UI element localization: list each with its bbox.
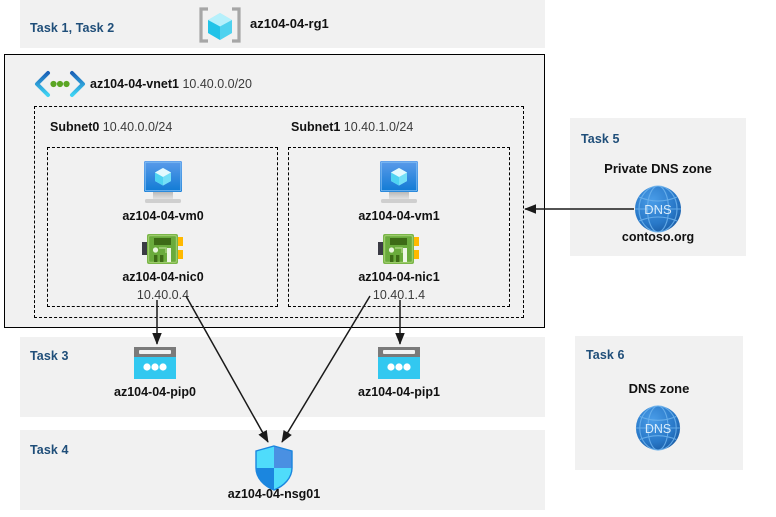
vnet-cidr: 10.40.0.0/20 bbox=[182, 77, 252, 91]
dns-zone-heading: DNS zone bbox=[628, 381, 690, 396]
nic0-label: az104-04-nic0 bbox=[122, 270, 204, 284]
task3-panel bbox=[20, 337, 545, 417]
subnet1-name: Subnet1 bbox=[291, 120, 341, 134]
network-interface-icon bbox=[142, 231, 184, 267]
dns-icon-text: DNS bbox=[645, 422, 671, 436]
vm0-label: az104-04-vm0 bbox=[122, 209, 204, 223]
subnet1-title: Subnet1 10.40.1.0/24 bbox=[291, 120, 413, 134]
task-label-5: Task 5 bbox=[581, 132, 620, 146]
task-label-6: Task 6 bbox=[586, 348, 625, 362]
subnet1-cidr: 10.40.1.0/24 bbox=[343, 120, 414, 134]
subnet0-box bbox=[47, 147, 278, 307]
task1-task2-panel bbox=[20, 0, 545, 48]
vm1-label: az104-04-vm1 bbox=[358, 209, 440, 223]
subnet0-name: Subnet0 bbox=[50, 120, 100, 134]
private-dns-zone-heading: Private DNS zone bbox=[604, 161, 712, 176]
public-ip-address-icon bbox=[377, 346, 421, 380]
resource-group-cube-icon bbox=[196, 6, 244, 44]
nic1-label: az104-04-nic1 bbox=[358, 270, 440, 284]
pip0-label: az104-04-pip0 bbox=[114, 385, 196, 399]
subnet0-title: Subnet0 10.40.0.0/24 bbox=[50, 120, 172, 134]
network-interface-icon bbox=[378, 231, 420, 267]
pip1-label: az104-04-pip1 bbox=[358, 385, 440, 399]
dns-globe-icon: DNS bbox=[634, 404, 682, 452]
nsg-label: az104-04-nsg01 bbox=[227, 487, 321, 501]
task-label-1-2: Task 1, Task 2 bbox=[30, 21, 115, 35]
dns-globe-icon: DNS bbox=[633, 184, 683, 234]
public-ip-address-icon bbox=[133, 346, 177, 380]
vnet-title: az104-04-vnet1 10.40.0.0/20 bbox=[90, 77, 252, 91]
dns-icon-text: DNS bbox=[644, 202, 672, 217]
virtual-machine-icon bbox=[135, 158, 191, 206]
subnets-group bbox=[34, 106, 524, 318]
task-label-3: Task 3 bbox=[30, 349, 69, 363]
nic1-ip: 10.40.1.4 bbox=[372, 288, 426, 302]
nic0-ip: 10.40.0.4 bbox=[136, 288, 190, 302]
virtual-network-icon bbox=[34, 70, 86, 98]
subnet0-cidr: 10.40.0.0/24 bbox=[102, 120, 173, 134]
resource-group-name: az104-04-rg1 bbox=[250, 16, 329, 31]
vnet-name: az104-04-vnet1 bbox=[90, 77, 179, 91]
task-label-4: Task 4 bbox=[30, 443, 69, 457]
virtual-machine-icon bbox=[371, 158, 427, 206]
subnet1-box bbox=[288, 147, 510, 307]
network-security-group-shield-icon bbox=[252, 444, 296, 492]
contoso-zone-label: contoso.org bbox=[621, 230, 695, 244]
vnet-container bbox=[4, 54, 545, 328]
